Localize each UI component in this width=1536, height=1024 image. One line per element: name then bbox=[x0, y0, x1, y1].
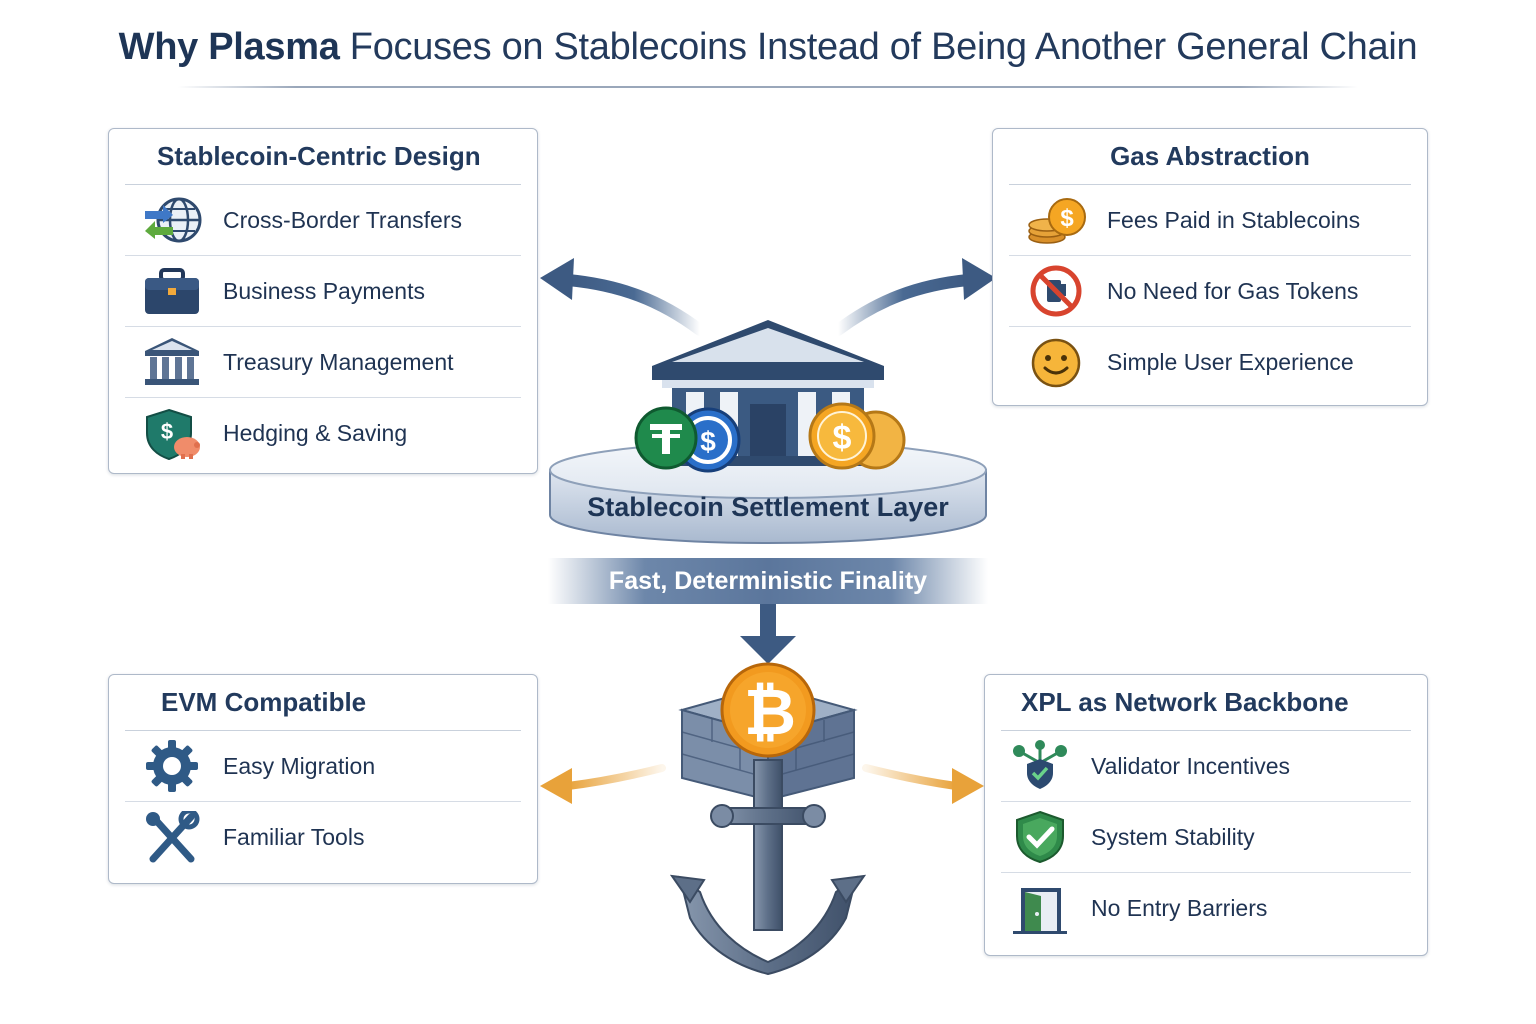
item-label: Easy Migration bbox=[223, 752, 376, 779]
finality-label: Fast, Deterministic Finality bbox=[608, 566, 928, 595]
bank-icon bbox=[139, 335, 205, 389]
list-item: $ Fees Paid in Stablecoins bbox=[1009, 185, 1411, 256]
item-label: System Stability bbox=[1091, 823, 1255, 850]
arrow-to-stablecoin-design bbox=[540, 258, 706, 336]
arrow-to-evm bbox=[540, 764, 666, 804]
list-item: $ Hedging & Saving bbox=[125, 398, 521, 469]
settlement-layer-label: Stablecoin Settlement Layer bbox=[587, 492, 949, 522]
open-door-icon bbox=[1007, 882, 1073, 936]
arrow-to-xpl bbox=[862, 764, 984, 804]
title-bold: Why Plasma bbox=[118, 26, 340, 68]
list-item: No Need for Gas Tokens bbox=[1009, 256, 1411, 327]
stablecoin-design-card: Stablecoin-Centric Design Cross-Border T… bbox=[108, 128, 538, 474]
anchor-icon bbox=[669, 759, 867, 976]
item-label: Business Payments bbox=[223, 277, 425, 304]
list-item: No Entry Barriers bbox=[1001, 873, 1411, 944]
tether-coin-icon bbox=[634, 406, 698, 470]
item-label: Fees Paid in Stablecoins bbox=[1107, 206, 1361, 233]
evm-compatible-title: EVM Compatible bbox=[125, 675, 521, 731]
list-item: Familiar Tools bbox=[125, 802, 521, 873]
list-item: Validator Incentives bbox=[1001, 731, 1411, 802]
list-item: Easy Migration bbox=[125, 731, 521, 802]
title-divider bbox=[178, 86, 1358, 88]
validator-network-icon bbox=[1007, 739, 1073, 793]
smiley-icon bbox=[1023, 336, 1089, 390]
item-label: Validator Incentives bbox=[1091, 752, 1291, 779]
coins-icon: $ bbox=[1023, 193, 1089, 247]
xpl-backbone-card: XPL as Network Backbone Validator Incent… bbox=[984, 674, 1428, 956]
item-label: No Need for Gas Tokens bbox=[1107, 277, 1359, 304]
gear-icon bbox=[139, 739, 205, 793]
no-gas-icon bbox=[1023, 264, 1089, 318]
item-label: Simple User Experience bbox=[1107, 349, 1354, 375]
shield-piggy-icon: $ bbox=[139, 407, 205, 461]
globe-transfer-icon bbox=[139, 193, 205, 247]
bitcoin-icon: ₿ bbox=[720, 662, 816, 758]
tools-icon bbox=[139, 810, 205, 865]
finality-down-arrow bbox=[740, 600, 796, 664]
arrow-to-gas-abstraction bbox=[832, 258, 996, 336]
list-item: Business Payments bbox=[125, 256, 521, 327]
finality-banner: Fast, Deterministic Finality bbox=[548, 558, 988, 604]
item-label: Familiar Tools bbox=[223, 824, 365, 850]
page-title: Why Plasma Focuses on Stablecoins Instea… bbox=[0, 26, 1536, 69]
svg-text:$: $ bbox=[161, 419, 173, 444]
evm-compatible-card: EVM Compatible Easy Migration Familiar T… bbox=[108, 674, 538, 884]
item-label: Hedging & Saving bbox=[223, 420, 408, 446]
gas-abstraction-card: Gas Abstraction $ Fees Paid in Stablecoi… bbox=[992, 128, 1428, 406]
xpl-backbone-title: XPL as Network Backbone bbox=[1001, 675, 1411, 731]
title-rest: Focuses on Stablecoins Instead of Being … bbox=[339, 26, 1418, 68]
list-item: Treasury Management bbox=[125, 327, 521, 398]
svg-text:$: $ bbox=[700, 426, 716, 457]
briefcase-icon bbox=[139, 264, 205, 318]
list-item: Simple User Experience bbox=[1009, 327, 1411, 398]
list-item: System Stability bbox=[1001, 802, 1411, 873]
stablecoin-design-title: Stablecoin-Centric Design bbox=[125, 129, 521, 185]
list-item: Cross-Border Transfers bbox=[125, 185, 521, 256]
svg-text:$: $ bbox=[1060, 205, 1074, 232]
shield-check-icon bbox=[1007, 810, 1073, 864]
dollar-coins-icon: $ bbox=[808, 402, 906, 470]
item-label: No Entry Barriers bbox=[1091, 895, 1268, 921]
gas-abstraction-title: Gas Abstraction bbox=[1009, 129, 1411, 185]
svg-text:₿: ₿ bbox=[744, 676, 796, 750]
svg-text:$: $ bbox=[833, 419, 852, 457]
item-label: Cross-Border Transfers bbox=[223, 206, 463, 233]
item-label: Treasury Management bbox=[223, 348, 454, 375]
